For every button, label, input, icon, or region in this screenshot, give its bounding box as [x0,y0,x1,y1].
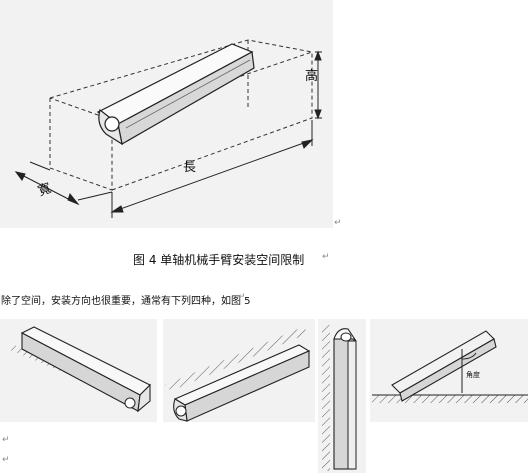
return-mark: ↵ [2,435,10,445]
return-mark: ↵ [2,455,10,465]
space-box [49,39,314,191]
floor-mount-drawing [8,326,152,413]
wall-side-mount-drawing [165,327,311,422]
length-label: 長 [183,160,196,175]
linear-arm [96,43,255,146]
height-dimension [314,50,322,120]
return-mark: ↵ [322,252,330,262]
length-dimension [110,120,314,218]
height-label: 高 [305,68,318,84]
return-mark: ↵ [238,292,246,302]
angled-mount-drawing: 角度 [372,330,528,403]
width-dimension [14,161,113,206]
body-paragraph: 除了空间，安装方向也很重要，通常有下列四种，如图 5 [1,296,251,307]
figure-5-floor-mount [0,319,157,422]
figure-4-panel: 高 長 寬 [0,0,333,228]
figure-5-angled-mount: 角度 [370,319,528,422]
figure-5-vertical-mount [318,319,366,473]
figure-4-drawing: 高 長 寬 [14,39,322,218]
width-label: 寬 [36,180,54,199]
figure-4-caption: 图 4 单轴机械手臂安装空间限制 [133,253,305,267]
vertical-mount-drawing [322,325,357,471]
figure-5-wall-side-mount [163,319,315,422]
angle-label: 角度 [466,370,480,379]
return-mark: ↵ [334,218,342,228]
